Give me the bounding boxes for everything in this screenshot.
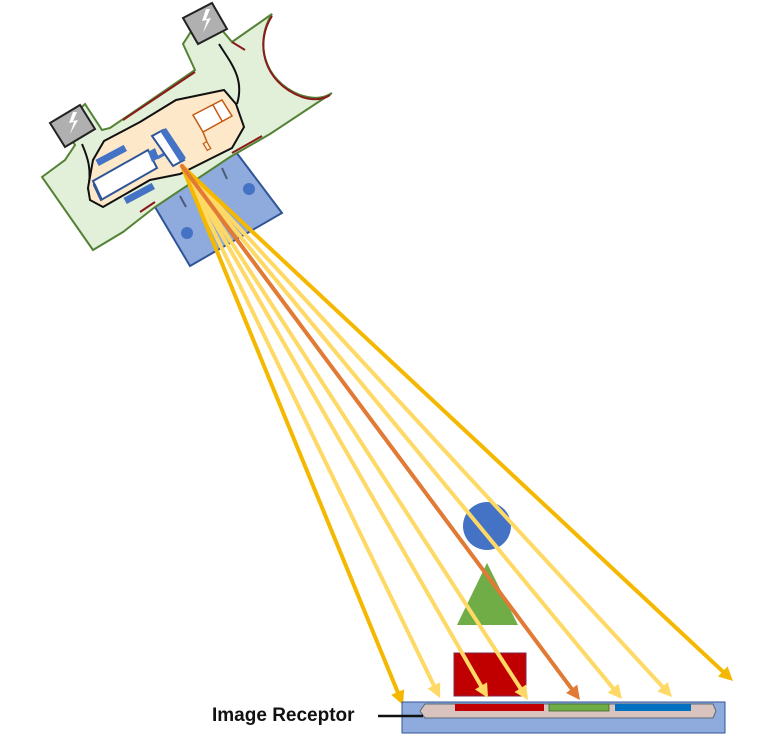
focus-coil <box>95 144 128 167</box>
image-receptor <box>378 701 726 734</box>
rotor <box>191 99 234 152</box>
arrowhead-icon <box>717 666 733 681</box>
xray-beam-1 <box>180 164 400 695</box>
xray-beam-2 <box>180 164 436 688</box>
collimator-bolt <box>181 227 193 239</box>
shadow-red <box>455 704 544 711</box>
lightning-icon <box>69 112 78 134</box>
arrowhead-icon <box>514 684 528 700</box>
xray-beam-5 <box>180 164 574 691</box>
arrowhead-icon <box>566 684 580 700</box>
arrowhead-icon <box>427 682 441 698</box>
arrowhead-icon <box>391 689 405 705</box>
hv-terminal-right <box>181 1 229 46</box>
anode <box>150 128 186 168</box>
image-receptor-label: Image Receptor <box>212 705 355 726</box>
arrowhead-icon <box>474 682 488 698</box>
arrowhead-icon <box>657 681 672 697</box>
xray-beam-8 <box>180 164 725 674</box>
circle-object <box>463 502 511 550</box>
lightning-icon <box>202 9 211 33</box>
xray-beam-3 <box>180 164 484 688</box>
xray-tube-assembly <box>40 1 333 268</box>
hv-terminal-left <box>48 103 97 149</box>
shadow-blue <box>615 704 691 711</box>
focus-coil <box>123 182 156 205</box>
xray-beam-4 <box>180 164 523 691</box>
arrowhead-icon <box>607 683 622 699</box>
collimator-bolt <box>243 183 255 195</box>
cathode <box>91 148 169 202</box>
shadow-green <box>548 703 610 712</box>
xray-beams <box>180 164 733 705</box>
xray-beam-6 <box>180 164 616 691</box>
xray-beam-7 <box>180 164 665 689</box>
triangle-object <box>457 563 518 625</box>
